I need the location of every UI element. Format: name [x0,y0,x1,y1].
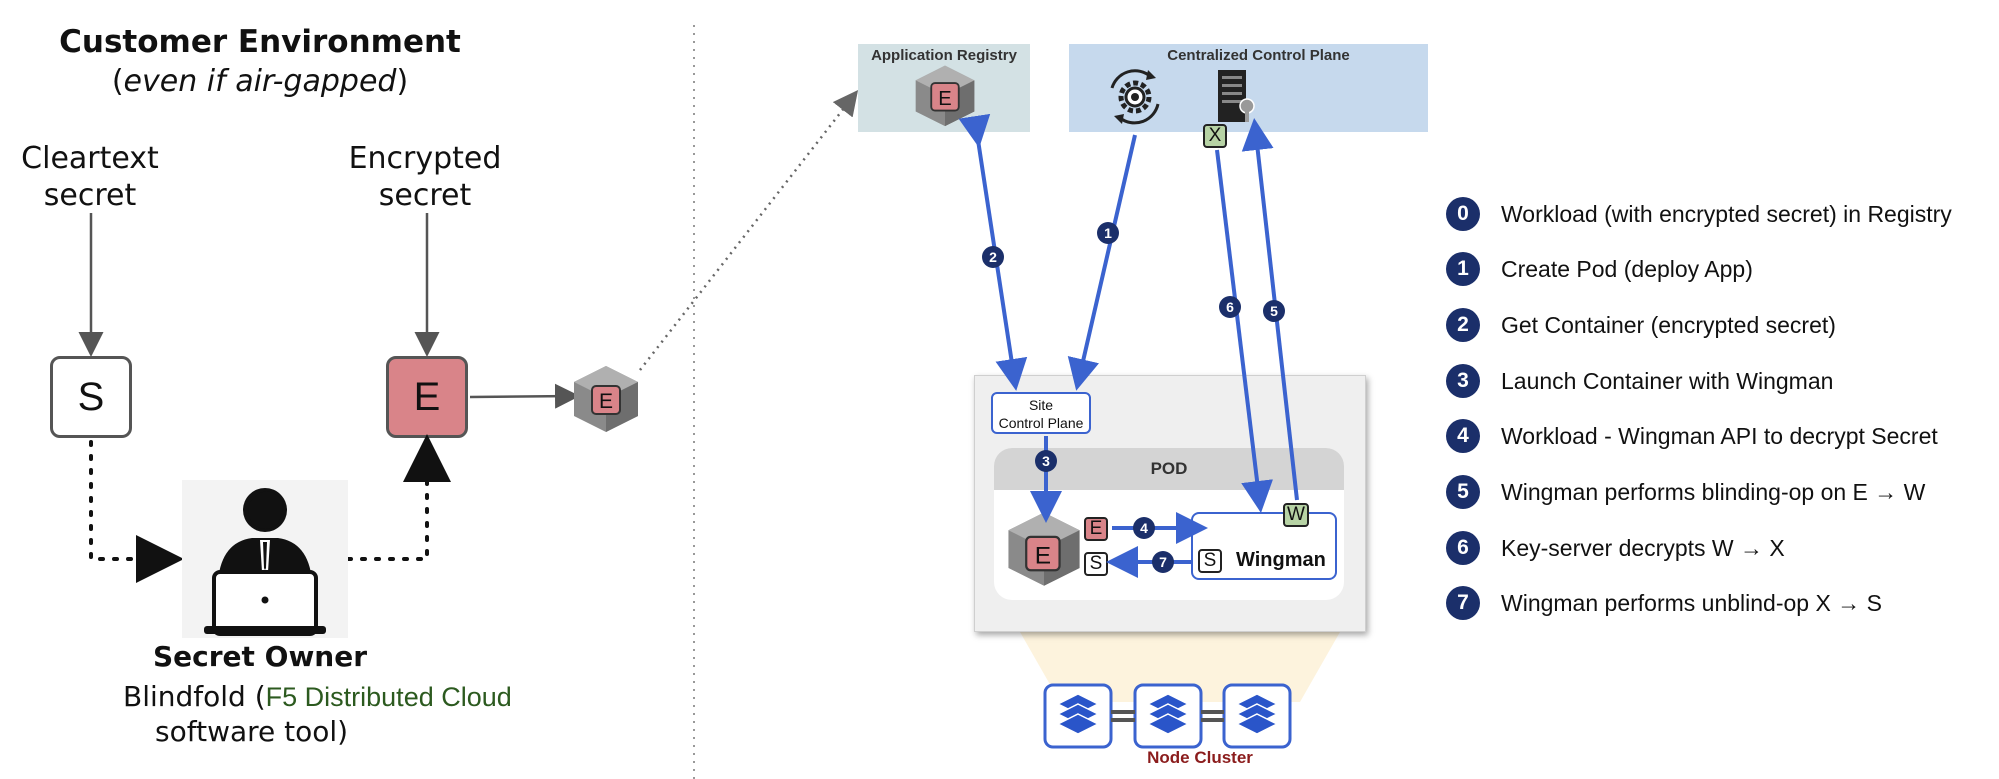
arrow-step-6 [1215,149,1273,513]
secret-owner-title: Secret Owner [152,640,368,673]
customer-environment-title: Customer Environment [59,24,461,60]
legend-text: Workload (with encrypted secret) in Regi… [1501,200,1952,227]
node-cluster-label: Node Cluster [1147,748,1253,767]
secret-owner-person-icon [182,480,348,638]
node-cluster-icon [1043,683,1292,749]
legend-text: Wingman performs unblind-op X → S [1501,589,1882,616]
legend-number: 5 [1446,475,1480,509]
legend-number: 1 [1446,252,1480,286]
wingman-label: Wingman [1236,549,1326,571]
legend-text: Create Pod (deploy App) [1501,255,1753,282]
legend-number: 3 [1446,364,1480,398]
legend-item-1: 1 Create Pod (deploy App) [1446,251,1753,287]
legend-text: Get Container (encrypted secret) [1501,311,1836,338]
svg-text:E: E [938,88,951,110]
step-badge-1: 1 [1097,222,1119,244]
step-badge-2: 2 [982,246,1004,268]
secret-owner-tool-line2: software tool) [155,715,349,748]
legend-item-3: 3 Launch Container with Wingman [1446,363,1833,399]
svg-text:E: E [599,390,613,413]
centralized-control-plane-title: Centralized Control Plane [1167,47,1350,64]
customer-environment-subtitle: (even if air-gapped) [111,64,409,99]
encrypted-container-cube-icon: E [574,366,638,432]
legend-item-2: 2 Get Container (encrypted secret) [1446,307,1836,343]
encrypted-to-container-arrow [469,383,580,409]
step-badge-4: 4 [1133,517,1155,539]
legend-text: Key-server decrypts W → X [1501,534,1785,561]
legend-text: Wingman performs blinding-op on E → W [1501,478,1926,505]
legend-number: 6 [1446,531,1480,565]
legend-text: Launch Container with Wingman [1501,367,1834,394]
step-badge-5: 5 [1263,300,1285,322]
step-badge-6: 6 [1219,296,1241,318]
registry-container-cube-icon: E [915,65,975,127]
secret-owner-tool: Blindfold (F5 Distributed Cloud [123,680,512,713]
key-server-x-chip: X [1203,124,1227,148]
owner-output-dotted-arrow [346,434,451,561]
pod-encrypted-chip: E [1084,517,1108,541]
legend-number: 2 [1446,308,1480,342]
owner-input-dotted-arrow [89,440,184,583]
legend-number: 4 [1446,419,1480,453]
legend-item-6: 6 Key-server decrypts W → X [1446,530,1785,566]
wingman-blinded-chip: W [1283,503,1309,527]
arrow-step-1 [1067,134,1137,391]
legend-item-7: 7 Wingman performs unblind-op X → S [1446,585,1882,621]
application-registry-title: Application Registry [871,47,1017,64]
key-server-icon [1218,70,1255,122]
legend-number: 7 [1446,586,1480,620]
legend-text: Workload - Wingman API to decrypt Secret [1501,422,1938,449]
legend-number: 0 [1446,197,1480,231]
orchestration-gear-icon [1110,69,1160,125]
svg-text:E: E [1035,543,1051,570]
encrypted-secret-box: E [386,356,468,438]
step-badge-7: 7 [1152,551,1174,573]
step-badge-3: 3 [1035,450,1057,472]
legend-item-5: 5 Wingman performs blinding-op on E → W [1446,474,1925,510]
cleartext-secret-box: S [50,356,132,438]
legend-item-4: 4 Workload - Wingman API to decrypt Secre… [1446,418,1938,454]
wingman-secret-chip: S [1198,549,1222,573]
legend-item-0: 0 Workload (with encrypted secret) in Reg… [1446,196,1952,232]
wingman-box [1191,512,1337,580]
pod-container-cube-icon: E [1008,512,1080,586]
